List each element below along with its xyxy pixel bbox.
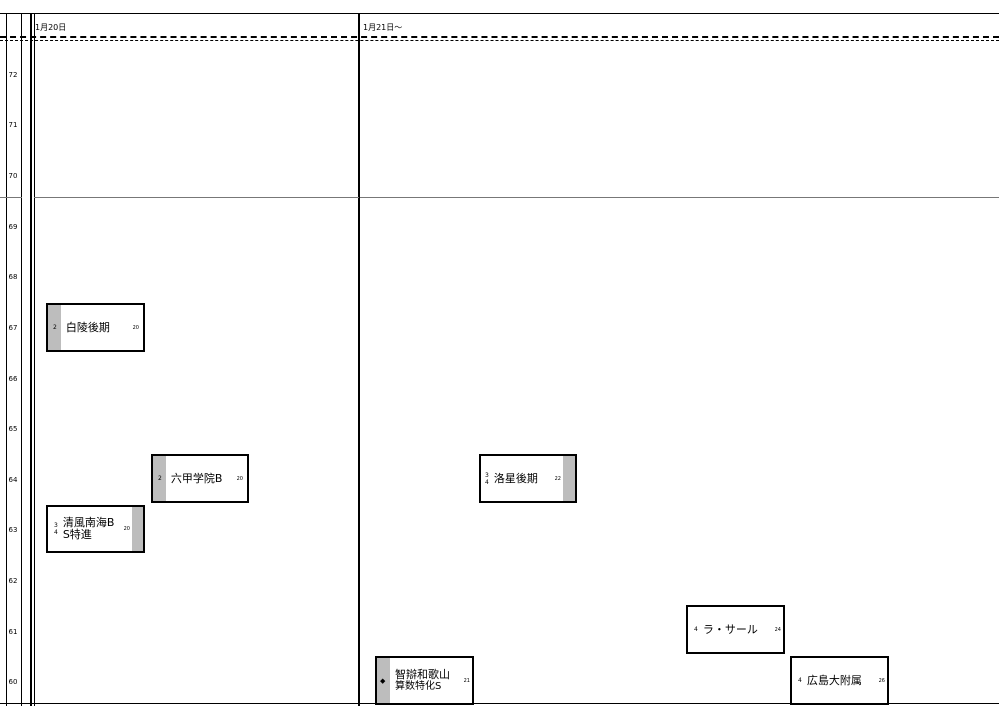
top-border	[0, 13, 999, 14]
exam-name: 広島大附属	[806, 673, 862, 687]
score-label: 64	[8, 476, 18, 484]
exam-name-line2: S特進	[62, 528, 92, 541]
score-label: 63	[8, 526, 18, 534]
score-label: 72	[8, 71, 18, 79]
exam-box-rakusei[interactable]: 3 4 洛星後期 22	[479, 454, 577, 503]
exam-name: 洛星後期	[493, 471, 538, 485]
axis-separator	[0, 197, 22, 198]
exam-number: 21	[463, 677, 470, 684]
score-label: 61	[8, 628, 18, 636]
header-dash-line	[0, 36, 999, 38]
exam-box-rokko[interactable]: 2 六甲学院B 20	[151, 454, 249, 503]
exam-stripe	[563, 456, 575, 501]
exam-name: ラ・サール	[702, 622, 758, 636]
header-dash-line-2	[0, 40, 999, 41]
score-label: 68	[8, 273, 18, 281]
exam-name: 清風南海B S特進	[63, 517, 115, 541]
exam-code: ◆	[380, 677, 386, 685]
exam-number: 20	[123, 526, 130, 532]
exam-code: 4	[694, 626, 698, 633]
score-label: 60	[8, 678, 18, 686]
row-separator-col1	[34, 197, 359, 198]
score-label: 66	[8, 375, 18, 383]
exam-name-line2: 算数特化S	[395, 680, 442, 692]
score-label: 70	[8, 172, 18, 180]
exam-number: 24	[774, 626, 781, 633]
row-separator-col2	[360, 197, 999, 198]
column-divider-left	[30, 13, 32, 706]
exam-box-lasalle[interactable]: 4 ラ・サール 24	[686, 605, 785, 654]
score-label: 65	[8, 425, 18, 433]
exam-number: 20	[236, 475, 243, 482]
exam-number: 26	[878, 677, 885, 684]
exam-stripe	[48, 305, 61, 350]
exam-box-hakuryo[interactable]: 2 白陵後期 20	[46, 303, 145, 352]
exam-box-chiben[interactable]: ◆ 智辯和歌山 算数特化S 21	[375, 656, 474, 705]
column-divider-middle	[358, 13, 360, 706]
exam-box-hiroshima[interactable]: 4 広島大附属 26	[790, 656, 889, 705]
axis-left-rule	[6, 13, 7, 706]
exam-number: 20	[132, 324, 139, 331]
axis-right-rule	[21, 13, 22, 706]
score-label: 67	[8, 324, 18, 332]
exam-name: 白陵後期	[65, 320, 110, 334]
exam-stripe	[132, 507, 143, 551]
exam-name-line1: 智辯和歌山	[395, 667, 450, 681]
exam-box-seifu[interactable]: 3 4 清風南海B S特進 20	[46, 505, 145, 553]
exam-stripe: ◆	[377, 658, 390, 703]
exam-code: 3 4	[54, 522, 58, 536]
exam-code: 2	[53, 324, 57, 331]
exam-code: 3 4	[485, 471, 489, 486]
score-label: 71	[8, 121, 18, 129]
score-label: 62	[8, 577, 18, 585]
exam-stripe	[153, 456, 166, 501]
column-header-jan20: 1月20日	[35, 23, 67, 32]
exam-name: 六甲学院B	[170, 471, 223, 485]
exam-number: 22	[554, 475, 561, 482]
exam-name: 智辯和歌山 算数特化S	[395, 667, 450, 693]
exam-name-line1: 清風南海B	[62, 516, 115, 529]
bottom-border	[0, 703, 999, 704]
exam-code: 4	[798, 677, 802, 684]
column-header-jan21: 1月21日～	[363, 23, 403, 32]
column-divider-inner	[34, 13, 35, 706]
score-label: 69	[8, 223, 18, 231]
exam-code: 2	[158, 475, 162, 482]
